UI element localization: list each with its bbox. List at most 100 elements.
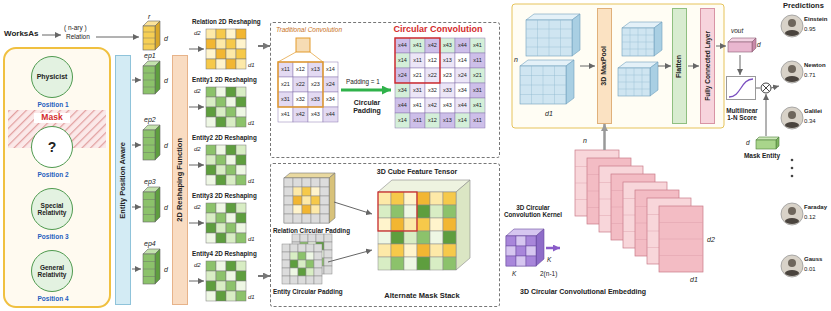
- grid-cell-label: x24: [455, 72, 470, 78]
- kernel-cube: [506, 236, 536, 266]
- feature-cube: [618, 68, 650, 96]
- flatten-band: Flatten: [672, 8, 687, 124]
- reshaped-grid: [236, 49, 246, 59]
- reshaped-grid: [206, 97, 216, 107]
- annotation-label: ep2: [144, 116, 156, 124]
- embedding-vector: [143, 192, 155, 222]
- reshape-arrow: [189, 49, 204, 50]
- reshaped-grid: [206, 281, 216, 291]
- grid-cell-label: x44: [455, 102, 470, 108]
- position-arrow: [132, 145, 141, 146]
- tensor-face: [456, 180, 470, 270]
- reshaped-grid: [236, 107, 246, 117]
- reshaped-grid: [236, 155, 246, 165]
- padded-grid: [395, 53, 410, 68]
- node-text: Entity Circular Padding: [273, 288, 359, 295]
- padded-grid: [395, 113, 410, 128]
- annotation-label: Padding = 1: [346, 79, 380, 86]
- reshaped-grid: [226, 155, 236, 165]
- feature-tensor: [404, 192, 417, 205]
- entity-padding-grid: [324, 250, 332, 258]
- embedding-vector: [143, 26, 155, 50]
- reshaped-grid: [206, 213, 216, 223]
- embedding-vector: [155, 187, 160, 222]
- node-text: Flatten: [675, 55, 683, 78]
- padded-grid: [440, 38, 455, 53]
- input-grid: [308, 77, 323, 92]
- node-text: 0.95: [804, 26, 829, 33]
- relation-padding-cube: [284, 173, 335, 178]
- portrait-body: [785, 76, 799, 82]
- vector-division: [143, 199, 155, 200]
- annotation-label: r: [148, 13, 150, 21]
- grid-cell-label: x33: [308, 96, 323, 102]
- kernel-grid: [516, 256, 526, 266]
- embedding-vector: [143, 66, 155, 94]
- connector-arrow: [258, 45, 270, 47]
- entity-padding-grid: [306, 268, 314, 276]
- reshaped-grid: [216, 39, 226, 49]
- slab-division: [659, 222, 703, 223]
- entity-padding-grid: [298, 244, 306, 252]
- reshaped-grid: [226, 271, 236, 281]
- relation-padding-grid: [284, 178, 293, 187]
- relation-padding-grid: [284, 214, 293, 223]
- grid-cell-label: x21: [278, 81, 293, 87]
- entity-padding-grid: [282, 276, 290, 284]
- node-text: 3D Circular Convolution Kernel: [500, 204, 566, 218]
- entity-padding-grid: [314, 244, 322, 252]
- cube-division: [526, 47, 572, 48]
- entity-panel: [4, 48, 110, 307]
- mask-arrow: [766, 94, 767, 136]
- cube-division: [520, 85, 566, 86]
- padded-grid: [425, 98, 440, 113]
- feature-tensor: [443, 192, 456, 205]
- annotation-label: ep4: [144, 240, 156, 248]
- feature-tensor: [378, 257, 391, 270]
- relation-padding-grid: [302, 187, 311, 196]
- feature-cube: [572, 14, 580, 56]
- connector-arrow: [258, 275, 270, 277]
- entity-padding-grid: [314, 276, 322, 284]
- reshaped-grid: [206, 223, 216, 233]
- annotation-label: WorksAs: [4, 30, 39, 39]
- annotation-label: d: [164, 142, 168, 150]
- illustration-parts: [42, 14, 803, 301]
- feature-tensor: [378, 244, 391, 257]
- relation-padding-grid: [320, 214, 329, 223]
- node-text: 2D Reshaping Function: [176, 138, 185, 222]
- tensor-window: [378, 192, 417, 231]
- padded-grid: [395, 83, 410, 98]
- reshaped-grid: [206, 165, 216, 175]
- grid-cell-label: x41: [410, 42, 425, 48]
- grid-cell-label: x22: [293, 81, 308, 87]
- kernel-grid: [506, 246, 516, 256]
- feature-tensor: [430, 192, 443, 205]
- reshaped-grid: [216, 223, 226, 233]
- reshape-arrow: [189, 281, 204, 282]
- relation-arrow: [42, 35, 61, 36]
- node-text: Position 2: [20, 171, 86, 178]
- feature-tensor: [417, 231, 430, 244]
- reshaped-grid: [226, 59, 236, 69]
- feature-tensor: [417, 205, 430, 218]
- vector-division: [143, 276, 155, 277]
- portrait-head: [788, 19, 796, 27]
- node-text: 3D MaxPool: [600, 46, 608, 86]
- portrait-body: [785, 270, 799, 276]
- node-text: Special Relativity: [34, 202, 70, 217]
- portrait-head: [788, 259, 796, 267]
- grid-cell-label: x44: [395, 102, 410, 108]
- padded-grid: [470, 98, 485, 113]
- grid-cell-label: x32: [293, 96, 308, 102]
- annotation-label: d2: [194, 146, 201, 153]
- portrait: [781, 203, 803, 225]
- feature-tensor: [404, 218, 417, 231]
- node-text: Circular Padding: [341, 99, 393, 115]
- feature-tensor: [378, 192, 391, 205]
- entity-padding-grid: [298, 252, 306, 260]
- entity-padding-grid: [324, 242, 332, 250]
- annotation-label: n: [514, 56, 518, 64]
- ellipsis-dot: [791, 159, 794, 162]
- reshaped-grid: [226, 107, 236, 117]
